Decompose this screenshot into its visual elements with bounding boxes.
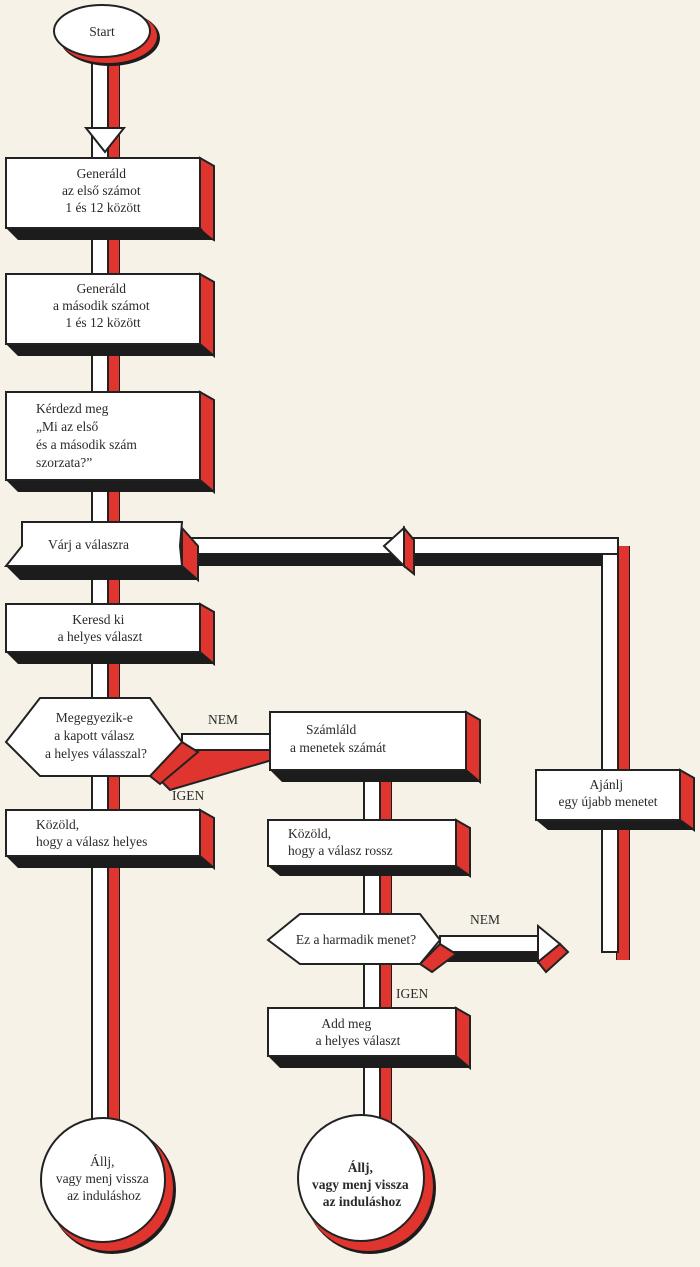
stop1-node (40, 1117, 176, 1254)
match-label: Megegyezik-e a kapott válasz a helyes vá… (45, 710, 147, 761)
pipe-match-no (181, 733, 273, 751)
box-wait (3, 521, 199, 583)
box-ask (5, 390, 215, 495)
third-no-label: NEM (470, 912, 500, 927)
start-arrow (83, 127, 127, 154)
box-give (267, 1006, 471, 1071)
match-yes-label: IGEN (172, 788, 204, 803)
offer-label: Ajánlj egy újabb menetet (559, 777, 658, 809)
edge-labels: NEM IGEN NEM IGEN (172, 712, 500, 1001)
wrong-label: Közöld, hogy a válasz rossz (288, 826, 393, 858)
match-no-label: NEM (208, 712, 238, 727)
return-arrowhead-shadow (403, 525, 415, 577)
start-node (53, 4, 160, 66)
box-gen1 (5, 156, 215, 242)
box-count (269, 710, 481, 785)
pipe-loop-red (617, 546, 629, 960)
wait-label: Várj a válaszra (48, 537, 129, 552)
box-gen2 (5, 272, 215, 359)
pipe-loop (601, 537, 619, 953)
count-label: Számláld a menetek számát (290, 722, 386, 755)
start-label: Start (89, 24, 115, 39)
give-label: Add meg a helyes választ (316, 1016, 401, 1048)
gen1-label: Generáld az első számot 1 és 12 között (62, 166, 144, 215)
stop2-label: Állj, vagy menj vissza az induláshoz (312, 1160, 412, 1209)
pipe-third-no-shadow (440, 952, 540, 962)
gen2-label: Generáld a második számot 1 és 12 között (53, 281, 153, 330)
diamond-match (4, 697, 200, 786)
node-labels: Start Generáld az első számot 1 és 12 kö… (36, 24, 658, 1209)
third-yes-label: IGEN (396, 986, 428, 1001)
find-label: Keresd ki a helyes választ (58, 612, 143, 644)
ask-label: Kérdezd meg „Mi az első és a második szá… (36, 401, 140, 470)
third-no-arrowhead-shadow (536, 942, 570, 974)
pipe-return-shadow (190, 554, 602, 566)
box-offer (535, 768, 695, 832)
stop1-label: Állj, vagy menj vissza az induláshoz (56, 1154, 152, 1203)
diamond-third (266, 913, 458, 974)
third-label: Ez a harmadik menet? (296, 932, 416, 947)
box-wrong (267, 818, 471, 878)
correct-label: Közöld, hogy a válasz helyes (36, 817, 147, 849)
box-correct (5, 808, 215, 871)
box-find (5, 602, 215, 667)
pipe-third-no (439, 935, 541, 953)
stop2-node (297, 1114, 436, 1254)
